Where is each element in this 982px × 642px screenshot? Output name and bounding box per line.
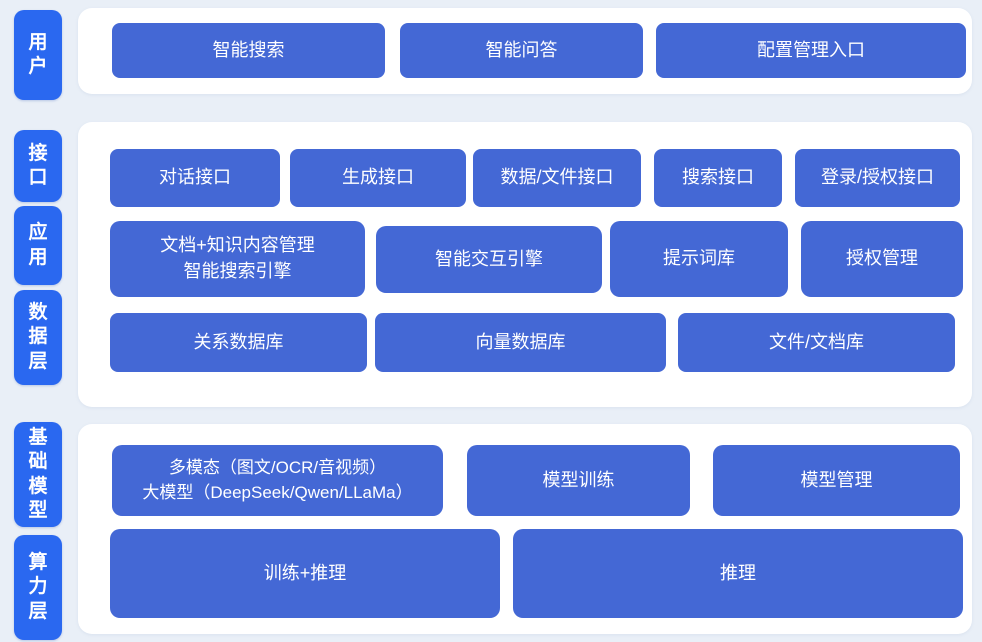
layer-label-foundation-model-text: 基础模型 bbox=[28, 426, 48, 521]
layer-label-user: 用户 bbox=[14, 10, 62, 100]
layer-label-interface: 接口 bbox=[14, 130, 62, 202]
box-vector-db: 向量数据库 bbox=[375, 313, 666, 372]
layer-label-data: 数据层 bbox=[14, 290, 62, 385]
layer-label-user-text: 用户 bbox=[28, 31, 48, 77]
layer-label-interface-text: 接口 bbox=[28, 142, 48, 188]
layer-label-data-text: 数据层 bbox=[28, 302, 48, 372]
box-data-file-api: 数据/文件接口 bbox=[473, 149, 641, 207]
box-search-api: 搜索接口 bbox=[654, 149, 782, 207]
box-dialog-api: 对话接口 bbox=[110, 149, 280, 207]
box-intelligent-search: 智能搜索 bbox=[112, 23, 385, 78]
layer-label-foundation-model: 基础模型 bbox=[14, 422, 62, 527]
box-intelligent-qa: 智能问答 bbox=[400, 23, 643, 78]
box-multimodal-llm: 多模态（图文/OCR/音视频） 大模型（DeepSeek/Qwen/LLaMa） bbox=[112, 445, 443, 516]
box-prompt-library: 提示词库 bbox=[610, 221, 788, 297]
box-training-inference: 训练+推理 bbox=[110, 529, 500, 618]
box-model-training: 模型训练 bbox=[467, 445, 690, 516]
box-model-management: 模型管理 bbox=[713, 445, 960, 516]
box-inference: 推理 bbox=[513, 529, 963, 618]
box-auth-management: 授权管理 bbox=[801, 221, 963, 297]
box-generation-api: 生成接口 bbox=[290, 149, 466, 207]
layer-label-application: 应用 bbox=[14, 206, 62, 285]
layer-label-compute: 算力层 bbox=[14, 535, 62, 640]
box-config-management-entry: 配置管理入口 bbox=[656, 23, 966, 78]
box-interaction-engine: 智能交互引擎 bbox=[376, 226, 602, 293]
box-relational-db: 关系数据库 bbox=[110, 313, 367, 372]
box-doc-knowledge-search-engine: 文档+知识内容管理 智能搜索引擎 bbox=[110, 221, 365, 297]
box-file-doc-store: 文件/文档库 bbox=[678, 313, 955, 372]
layer-label-compute-text: 算力层 bbox=[28, 552, 48, 622]
box-login-auth-api: 登录/授权接口 bbox=[795, 149, 960, 207]
layer-label-application-text: 应用 bbox=[28, 222, 48, 268]
